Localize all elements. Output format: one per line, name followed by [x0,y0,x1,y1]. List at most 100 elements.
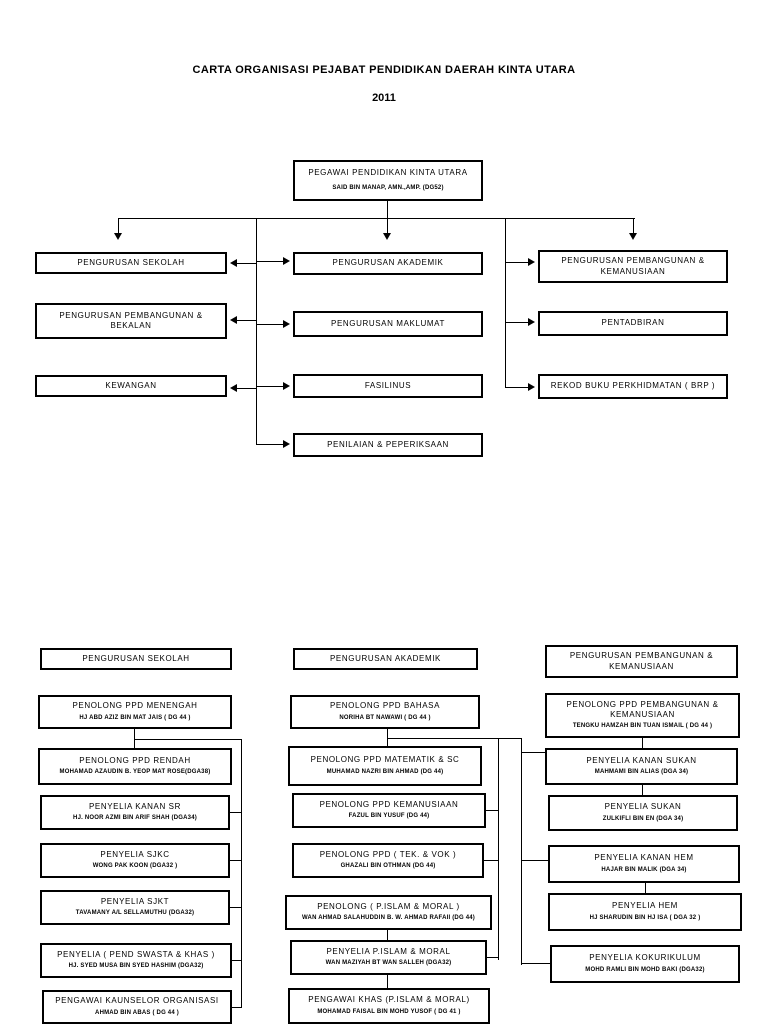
header-label: PENGURUSAN PEMBANGUNAN & KEMANUSIAAN [569,651,714,671]
org-box-penyelia-sjkc: PENYELIA SJKC WONG PAK KOON (DGA32 ) [40,843,230,878]
org-box-name: ZULKIFLI BIN EN (DGA 34) [602,815,684,822]
connector-line [505,387,528,388]
org-box-title: PENGAWAI KAUNSELOR ORGANISASI [55,996,219,1006]
org-box-penolong-ppd-bahasa: PENOLONG PPD BAHASA NORIHA BT NAWAWI ( D… [290,695,480,729]
org-box-name: HJ. NOOR AZMI BIN ARIF SHAH (DGA34) [73,815,197,822]
connector-line [230,907,241,908]
org-box-title: PENOLONG ( P.ISLAM & MORAL ) [317,901,460,911]
connector-line [387,975,388,988]
org-box-label: PENGURUSAN MAKLUMAT [331,318,445,328]
org-box-penyelia-hem: PENYELIA HEM HJ SHARUDIN BIN HJ ISA ( DG… [548,893,742,931]
connector-line [230,860,241,861]
org-box-penyelia-kokurikulum: PENYELIA KOKURIKULUM MOHD RAMLI BIN MOHD… [550,945,740,983]
connector-line [134,739,241,740]
org-box-pengawai-khas: PENGAWAI KHAS (P.ISLAM & MORAL) MOHAMAD … [288,988,490,1024]
org-box-title: PENYELIA HEM [612,901,678,911]
connector-line [645,883,646,893]
org-box-penyelia-kanan-sr: PENYELIA KANAN SR HJ. NOOR AZMI BIN ARIF… [40,795,230,830]
org-box-officer: SAID BIN MANAP, AMN.,AMP. (DG52) [332,184,444,191]
org-box-penolong-ppd-matematik: PENOLONG PPD MATEMATIK & SC MUHAMAD NAZR… [288,746,482,786]
org-box-penyelia-pend-swasta: PENYELIA ( PEND SWASTA & KHAS ) HJ. SYED… [40,943,232,978]
arrow-right-icon [283,440,290,448]
org-box-title: PENOLONG PPD BAHASA [329,701,441,711]
arrow-down-icon [629,233,637,240]
org-box-label: PENTADBIRAN [601,318,665,328]
org-box-name: MAHMAMI BIN ALIAS (DGA 34) [594,769,689,776]
org-box-name: MOHD RAMLI BIN MOHD BAKI (DGA32) [585,966,705,973]
arrow-right-icon [528,318,535,326]
org-box-pentadbiran: PENTADBIRAN [538,311,728,336]
arrow-right-icon [283,257,290,265]
org-box-name: TAVAMANY A/L SELLAMUTHU (DGA32) [75,910,195,917]
arrow-right-icon [528,258,535,266]
org-box-label: PENGURUSAN PEMBANGUNAN & BEKALAN [59,310,203,330]
connector-line [387,729,388,746]
org-box-title: PENYELIA KOKURIKULUM [589,953,701,963]
connector-line [486,810,498,811]
org-box-pembangunan-bekalan: PENGURUSAN PEMBANGUNAN & BEKALAN [35,303,227,339]
connector-line [256,386,283,387]
connector-line [232,1007,241,1008]
connector-line [505,262,528,263]
org-box-name: AHMAD BIN ABAS ( DG 44 ) [95,1009,179,1016]
connector-line [118,218,119,233]
connector-line [484,860,498,861]
org-box-title: PENYELIA KANAN SUKAN [586,755,697,765]
org-box-name: WAN MAZIYAH BT WAN SALLEH (DGA32) [325,960,452,967]
connector-line [505,322,528,323]
connector-line [487,957,498,958]
org-box-pegawai-pendidikan: PEGAWAI PENDIDIKAN KINTA UTARA SAID BIN … [293,160,483,201]
org-box-penolong-ppd-menengah: PENOLONG PPD MENENGAH HJ ABD AZIZ BIN MA… [38,695,232,729]
org-box-name: HJ. SYED MUSA BIN SYED HASHIM (DGA32) [68,963,204,970]
org-box-title: PENOLONG PPD MATEMATIK & SC [310,755,460,765]
org-box-title: PEGAWAI PENDIDIKAN KINTA UTARA [308,168,468,178]
org-box-penolong-ppd-kemanusiaan: PENOLONG PPD KEMANUSIAAN FAZUL BIN YUSUF… [292,793,486,828]
org-box-penyelia-sukan: PENYELIA SUKAN ZULKIFLI BIN EN (DGA 34) [548,795,738,831]
org-box-penolong-ppd-rendah: PENOLONG PPD RENDAH MOHAMAD AZAUDIN B. Y… [38,748,232,785]
org-box-penyelia-pislam-moral: PENYELIA P.ISLAM & MORAL WAN MAZIYAH BT … [290,940,487,975]
arrow-left-icon [230,384,237,392]
org-box-name: MOHAMAD AZAUDIN B. YEOP MAT ROSE(DGA38) [59,769,211,776]
org-box-title: PENOLONG PPD MENENGAH [72,701,198,711]
org-box-penolong-ppd-pembangunan: PENOLONG PPD PEMBANGUNAN & KEMANUSIAAN T… [545,693,740,738]
connector-line [118,218,635,219]
org-box-pembangunan-kemanusiaan: PENGURUSAN PEMBANGUNAN & KEMANUSIAAN [538,250,728,283]
org-box-name: HJ SHARUDIN BIN HJ ISA ( DGA 32 ) [589,914,701,921]
org-box-name: MOHAMAD FAISAL BIN MOHD YUSOF ( DG 41 ) [317,1008,461,1015]
org-box-name: HAJAR BIN MALIK (DGA 34) [601,866,687,873]
org-box-name: WAN AHMAD SALAHUDDIN B. W. AHMAD RAFAII … [302,915,475,922]
lower-header-pengurusan-akademik: PENGURUSAN AKADEMIK [293,648,478,670]
org-box-name: GHAZALI BIN OTHMAN (DG 44) [340,863,436,870]
org-box-name: FAZUL BIN YUSUF (DG 44) [348,813,430,820]
org-box-rekod-buku: REKOD BUKU PERKHIDMATAN ( BRP ) [538,374,728,399]
connector-line [256,444,283,445]
org-box-title: PENOLONG PPD PEMBANGUNAN & KEMANUSIAAN [566,699,719,720]
org-box-pengawai-kaunselor: PENGAWAI KAUNSELOR ORGANISASI AHMAD BIN … [42,990,232,1024]
org-box-penilaian-peperiksaan: PENILAIAN & PEPERIKSAAN [293,433,483,457]
connector-line [232,960,241,961]
org-box-penyelia-kanan-sukan: PENYELIA KANAN SUKAN MAHMAMI BIN ALIAS (… [545,748,738,785]
org-box-name: MUHAMAD NAZRI BIN AHMAD (DG 44) [326,768,444,775]
org-box-pengurusan-maklumat: PENGURUSAN MAKLUMAT [293,311,483,337]
connector-line [241,739,242,1008]
arrow-down-icon [383,233,391,240]
org-box-penyelia-kanan-hem: PENYELIA KANAN HEM HAJAR BIN MALIK (DGA … [548,845,740,883]
org-box-label: REKOD BUKU PERKHIDMATAN ( BRP ) [550,381,716,391]
connector-line [505,218,506,388]
org-box-name: HJ ABD AZIZ BIN MAT JAIS ( DG 44 ) [79,714,191,721]
arrow-right-icon [283,320,290,328]
org-box-label: PENILAIAN & PEPERIKSAAN [327,439,449,449]
org-box-label: PENGURUSAN AKADEMIK [332,258,444,268]
org-box-penolong-ppd-tek-vok: PENOLONG PPD ( TEK. & VOK ) GHAZALI BIN … [292,843,484,878]
connector-line [521,738,522,965]
connector-line [256,324,283,325]
page-title: CARTA ORGANISASI PEJABAT PENDIDIKAN DAER… [192,64,576,76]
org-box-name: TENGKU HAMZAH BIN TUAN ISMAIL ( DG 44 ) [572,723,713,730]
org-box-label: FASILINUS [364,380,412,390]
org-box-label: KEWANGAN [105,380,157,390]
org-box-title: PENOLONG PPD KEMANUSIAAN [319,799,459,809]
org-box-title: PENGAWAI KHAS (P.ISLAM & MORAL) [308,995,470,1005]
org-box-fasilinus: FASILINUS [293,374,483,398]
connector-line [521,963,550,964]
